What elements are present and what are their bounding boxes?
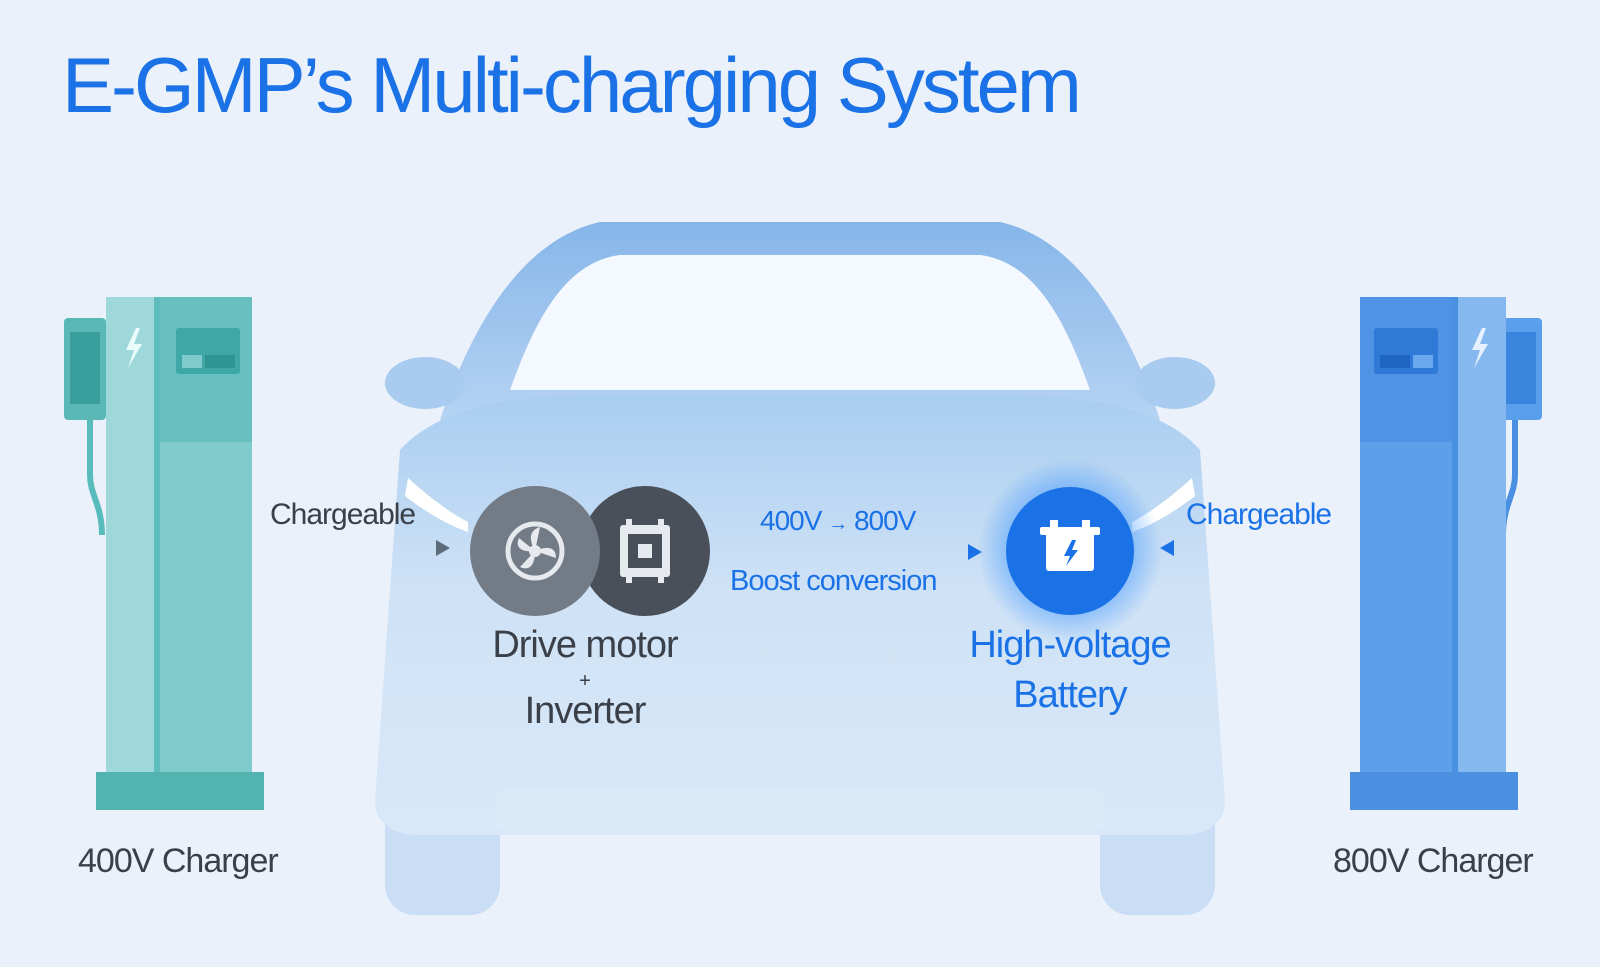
bolt-icon — [1472, 328, 1488, 368]
arrow-400v-to-motor — [254, 540, 450, 556]
battery-icon — [1040, 520, 1100, 571]
chargeable-left-label: Chargeable — [270, 498, 416, 531]
battery-icon-group — [978, 459, 1162, 643]
battery-label-line2: Battery — [1013, 674, 1127, 716]
drive-motor-icon-group — [470, 486, 710, 616]
voltage-conversion-label: 400V → 800V — [760, 505, 916, 537]
bolt-icon — [126, 328, 142, 368]
motor-label-line1: Drive motor — [492, 624, 678, 666]
charger-800v-label: 800V Charger — [1333, 842, 1534, 880]
motor-label-line2: Inverter — [524, 690, 647, 732]
fan-icon — [505, 521, 565, 581]
voltage-from: 400V — [760, 505, 822, 536]
page-title: E-GMP’s Multi-charging System — [62, 41, 1082, 129]
battery-label-line1: High-voltage — [969, 624, 1171, 666]
conversion-arrow: → — [828, 513, 848, 535]
arrow-800v-to-battery — [1160, 540, 1360, 556]
charger-400v-label: 400V Charger — [78, 842, 279, 880]
inverter-chip-icon — [620, 519, 670, 583]
voltage-to: 800V — [853, 505, 916, 536]
charger-800v — [1350, 297, 1542, 810]
chargeable-right-label: Chargeable — [1186, 498, 1332, 531]
boost-conversion-label: Boost conversion — [730, 565, 937, 597]
arrow-boost — [708, 544, 982, 560]
motor-label-plus: + — [579, 670, 591, 692]
charger-400v — [64, 297, 264, 810]
